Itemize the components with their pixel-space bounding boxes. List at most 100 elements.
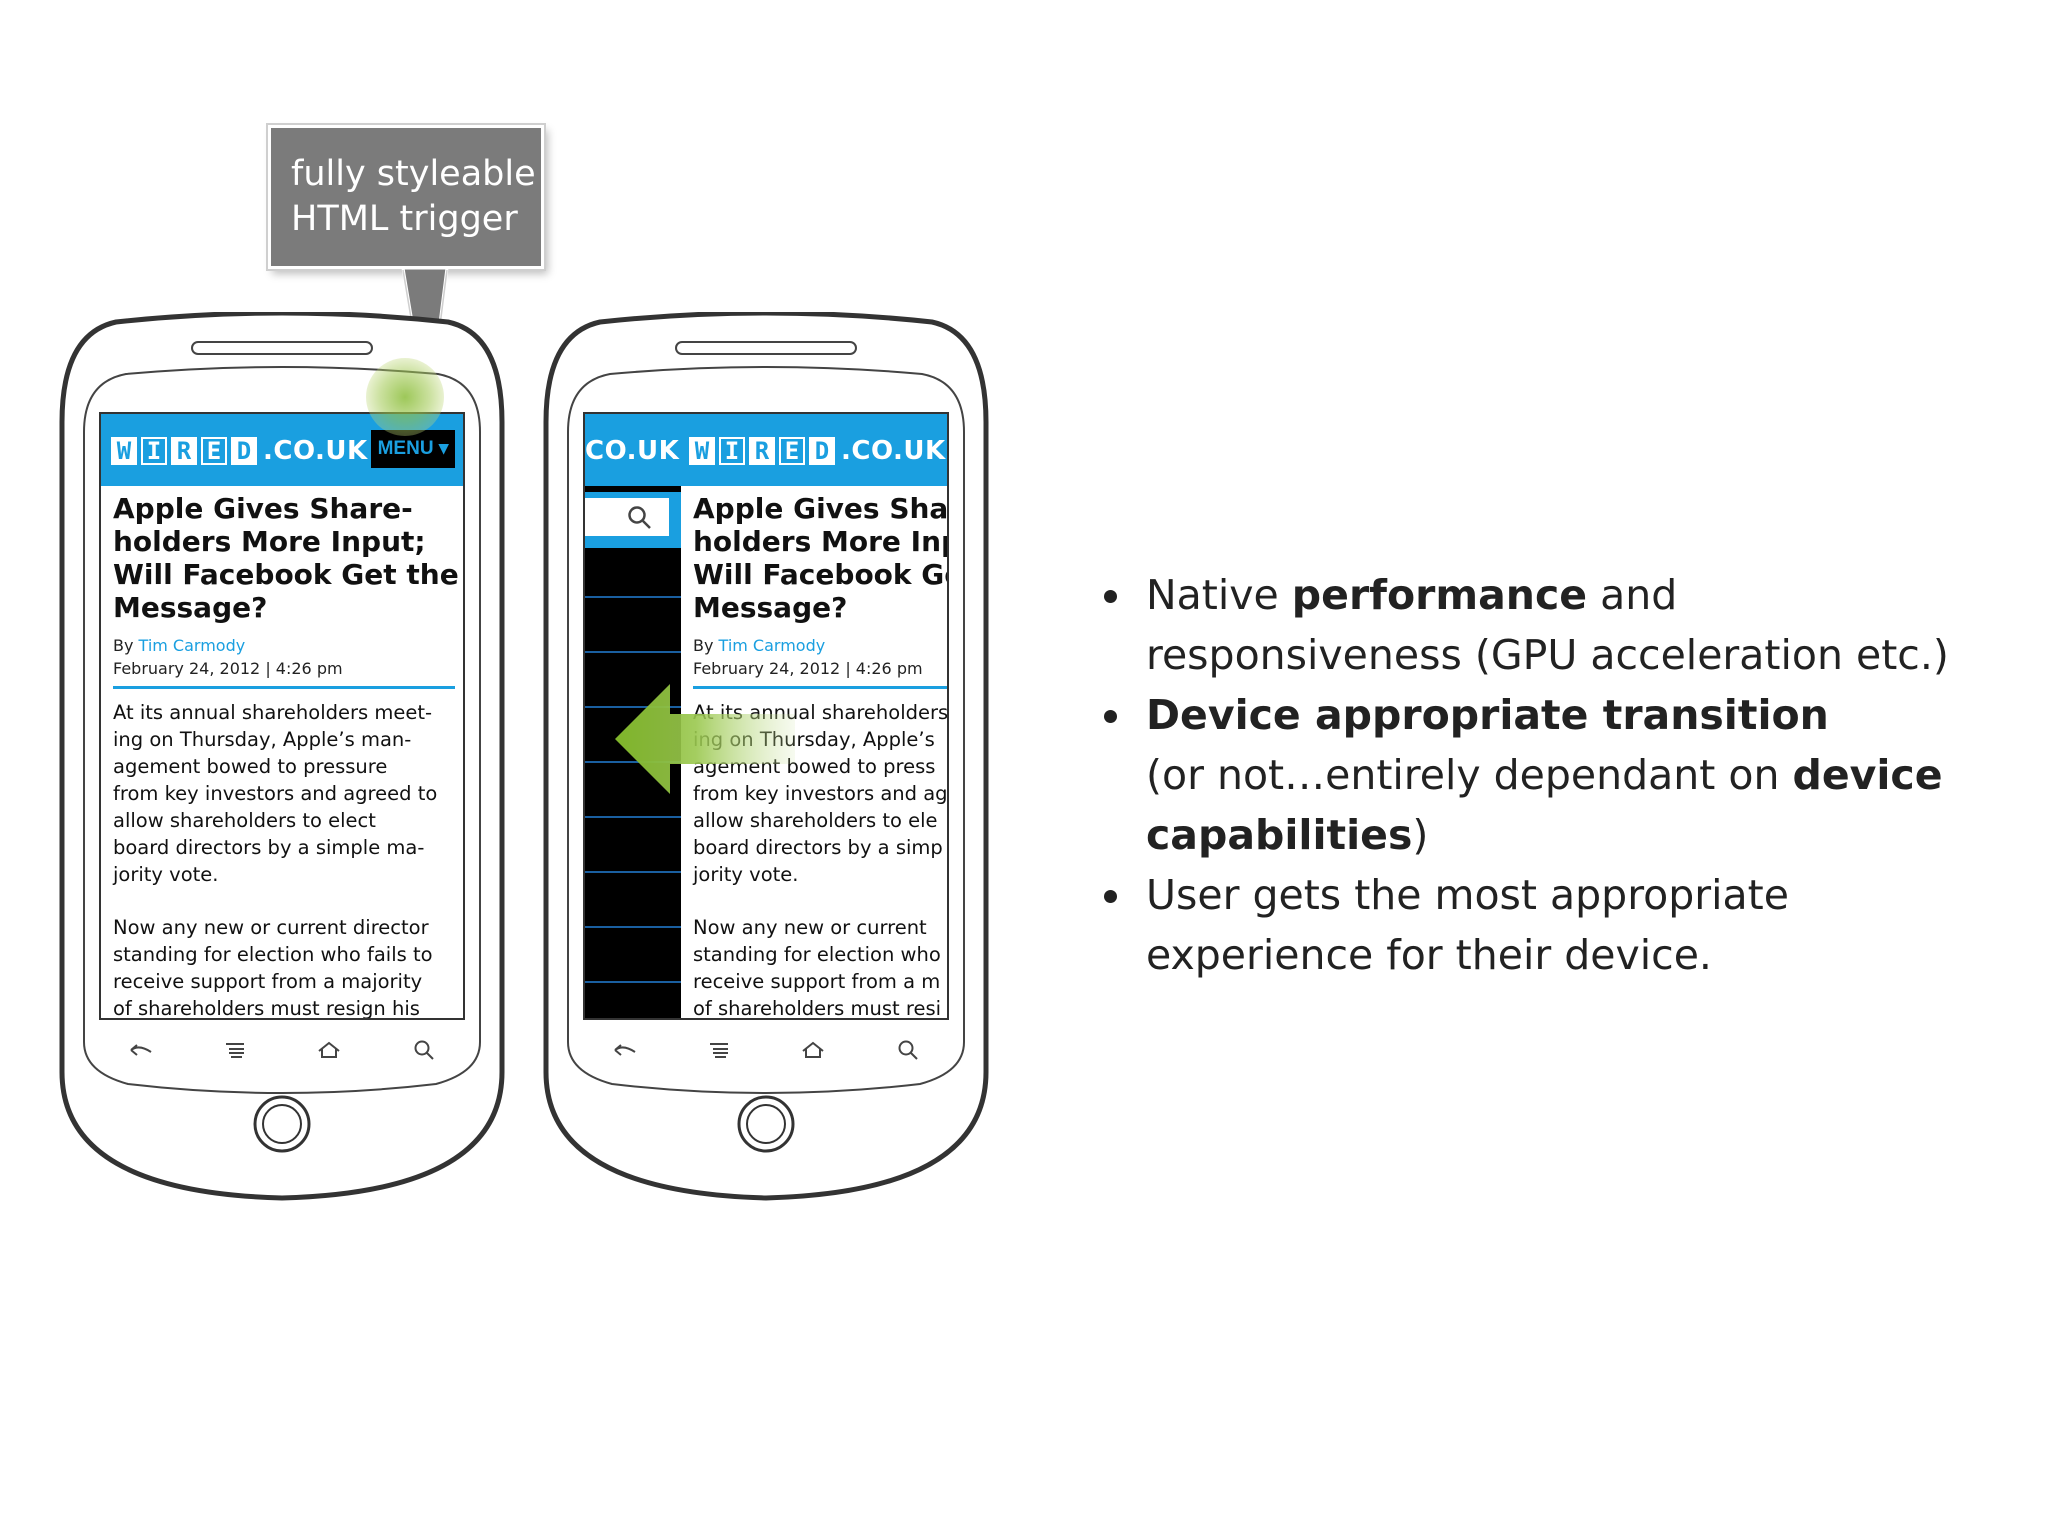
- home-icon[interactable]: [793, 1033, 833, 1067]
- headline-line: Message?: [693, 591, 848, 624]
- logo-letter: W: [111, 437, 137, 465]
- menu-lines-icon[interactable]: [699, 1033, 739, 1067]
- logo-letter: E: [201, 437, 227, 465]
- callout-line-2: HTML trigger: [291, 199, 518, 239]
- article-paragraph: Now any new or current director standing…: [113, 914, 455, 1020]
- menu-item-divider: [585, 596, 681, 598]
- text-bold: performance: [1291, 571, 1588, 619]
- menu-item-divider: [585, 706, 681, 708]
- author-link[interactable]: Tim Carmody: [718, 636, 826, 655]
- text-bold: device: [1792, 751, 1943, 799]
- android-navbar: [120, 1030, 444, 1070]
- byline: By Tim Carmody: [113, 636, 455, 655]
- article-headline[interactable]: Apple Gives Share holders More Inpu Will…: [693, 492, 949, 624]
- slide-left-arrow-icon: [615, 684, 795, 794]
- bullet-item-experience: User gets the most appropriate experienc…: [1100, 865, 2020, 985]
- headline-line: Apple Gives Share: [693, 492, 949, 525]
- text-bold: capabilities: [1146, 811, 1413, 859]
- para-line: from key investors and agreed to: [113, 782, 438, 805]
- logo-letter: I: [719, 437, 745, 465]
- headline-line: holders More Inpu: [693, 525, 947, 558]
- para-line: from key investors and ag: [693, 782, 948, 805]
- divider: [113, 686, 455, 689]
- menu-search-row: [585, 492, 681, 548]
- para-line: receive support from a m: [693, 970, 941, 993]
- divider: [693, 686, 947, 689]
- callout-text: fully styleable HTML trigger: [291, 152, 536, 242]
- bullet-item-transition: Device appropriate transition (or not…en…: [1100, 685, 2020, 865]
- search-icon: [628, 506, 651, 529]
- para-line: of shareholders must resi: [693, 997, 942, 1020]
- bullet-line: experience for their device.: [1146, 931, 1712, 979]
- menu-item-divider: [585, 651, 681, 653]
- para-line: jority vote.: [693, 863, 799, 886]
- article: Apple Gives Share- holders More Input; W…: [113, 492, 459, 1020]
- article-date: February 24, 2012 | 4:26 pm: [693, 659, 923, 678]
- para-line: agement bowed to pressure: [113, 755, 388, 778]
- bullet-line: Native performance and: [1146, 565, 2020, 625]
- logo-suffix: .CO.UK: [841, 436, 946, 466]
- logo-letter: D: [231, 437, 257, 465]
- menu-lines-icon[interactable]: [215, 1033, 255, 1067]
- search-icon[interactable]: [404, 1033, 444, 1067]
- logo-letter: R: [171, 437, 197, 465]
- callout-line-1: fully styleable: [291, 154, 536, 194]
- article-paragraph: At its annual shareholders meet- ing on …: [113, 699, 455, 888]
- para-line: jority vote.: [113, 863, 219, 886]
- menu-button[interactable]: MENU ▾: [371, 430, 455, 468]
- menu-search-field[interactable]: [585, 498, 669, 536]
- logo-suffix: CO.UK: [585, 436, 680, 466]
- para-line: standing for election who: [693, 943, 941, 966]
- para-line: Now any new or current director: [113, 916, 429, 939]
- para-line: board directors by a simp: [693, 836, 943, 859]
- search-icon[interactable]: [888, 1033, 928, 1067]
- para-line: At its annual shareholders meet-: [113, 701, 433, 724]
- back-arrow-icon[interactable]: [120, 1033, 160, 1067]
- bullet-line: capabilities): [1146, 805, 2020, 865]
- bullet-list: Native performance and responsiveness (G…: [1100, 565, 2020, 985]
- logo-letter: D: [809, 437, 835, 465]
- byline-prefix: By: [693, 636, 719, 655]
- phone-before: W I R E D .CO.UK MENU ▾ Apple Gives Shar…: [56, 312, 508, 1202]
- wired-logo[interactable]: W I R E D .CO.UK: [111, 434, 368, 468]
- logo-letter: W: [689, 437, 715, 465]
- text: ): [1412, 811, 1429, 859]
- home-icon[interactable]: [309, 1033, 349, 1067]
- headline-line: holders More Input;: [113, 525, 426, 558]
- para-line: ing on Thursday, Apple’s man-: [113, 728, 412, 751]
- byline-prefix: By: [113, 636, 139, 655]
- menu-item-divider: [585, 981, 681, 983]
- menu-item-divider: [585, 816, 681, 818]
- back-arrow-icon[interactable]: [604, 1033, 644, 1067]
- article-paragraph: Now any new or current standing for elec…: [693, 914, 947, 1020]
- bullet-line: (or not…entirely dependant on device: [1146, 745, 2020, 805]
- logo-suffix: .CO.UK: [263, 436, 368, 466]
- phone-after: CO.UK W I R E D .CO.UK: [540, 312, 992, 1202]
- headline-line: Will Facebook Ge: [693, 558, 949, 591]
- byline: By Tim Carmody: [693, 636, 947, 655]
- callout-box: fully styleable HTML trigger: [268, 125, 544, 269]
- text: (or not…entirely dependant on: [1146, 751, 1793, 799]
- headline-line: Message?: [113, 591, 268, 624]
- headline-line: Apple Gives Share-: [113, 492, 413, 525]
- menu-item-divider: [585, 926, 681, 928]
- para-line: board directors by a simple ma-: [113, 836, 425, 859]
- bullet-item-performance: Native performance and responsiveness (G…: [1100, 565, 2020, 685]
- article-headline[interactable]: Apple Gives Share- holders More Input; W…: [113, 492, 459, 624]
- screen: CO.UK W I R E D .CO.UK: [583, 412, 949, 1020]
- touch-indicator: [366, 358, 444, 436]
- bullet-line: User gets the most appropriate: [1146, 871, 1789, 919]
- para-line: of shareholders must resign his: [113, 997, 420, 1020]
- author-link[interactable]: Tim Carmody: [138, 636, 246, 655]
- para-line: allow shareholders to elect: [113, 809, 376, 832]
- menu-item-divider: [585, 871, 681, 873]
- screen: W I R E D .CO.UK MENU ▾ Apple Gives Shar…: [99, 412, 465, 1020]
- headline-line: Will Facebook Get the: [113, 558, 459, 591]
- para-line: allow shareholders to ele: [693, 809, 938, 832]
- logo-letter: E: [779, 437, 805, 465]
- android-navbar: [604, 1030, 928, 1070]
- wired-logo-partial: CO.UK: [585, 434, 680, 468]
- site-header: W I R E D .CO.UK MENU ▾: [101, 414, 463, 486]
- wired-logo[interactable]: W I R E D .CO.UK: [689, 434, 946, 468]
- menu-item-divider: [585, 761, 681, 763]
